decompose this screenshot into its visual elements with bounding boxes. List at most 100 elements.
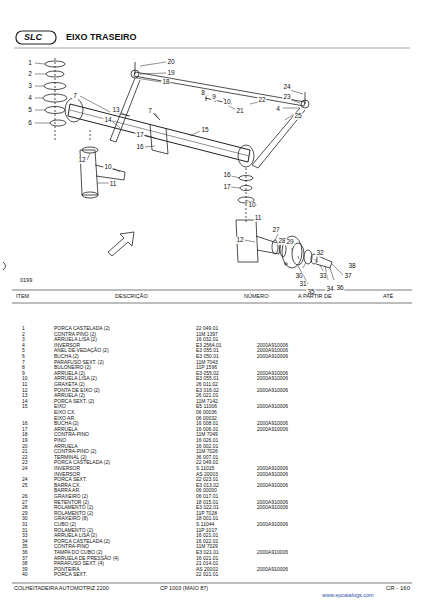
serial-from: 2000A910006 [257,567,288,572]
callout-number: 25 [293,113,302,120]
item-number: 24 [22,466,28,471]
part-description: PORCA CASTELADA (2) [54,460,110,465]
part-number: 16 032.01 [196,337,218,342]
serial-from: 2000A910006 [257,371,288,376]
part-number: 16 006.01 [196,427,218,432]
part-description: BUCHA (2) [54,354,79,359]
item-number: 27 [22,500,28,505]
callout-number: 32 [315,250,324,257]
callout-number: 36 [335,285,344,292]
part-number: S 11015 [196,466,214,471]
item-number: 10 [22,376,28,381]
item-number: 31 [22,528,28,533]
item-number: 25 [22,483,28,488]
callout-number: 19 [166,70,175,77]
part-number: AS 20003 [196,472,218,477]
part-number: E3 013.02 [196,483,219,488]
part-description: BULONEIRO (2) [54,365,91,370]
part-description: BARRA AR. [54,488,80,493]
callout-number: 14 [103,117,112,124]
part-number: E3 022.01 [196,505,219,510]
part-number: 11M 7142 [196,399,218,404]
part-number: 16 026.01 [196,438,218,443]
item-number: 22 [22,455,28,460]
part-number: E3 021.01 [196,550,219,555]
item-number: 20 [22,444,28,449]
part-description: INVERSOR [54,472,80,477]
callout-number: 13 [111,107,120,114]
part-description: INVERSOR [54,466,80,471]
part-number: 06 00036 [196,410,217,415]
callout-number: 38 [347,263,356,270]
part-number: E3 055.02 [196,371,219,376]
part-number: 11M 7043 [196,360,218,365]
part-description: PORCA CASTELADA (2) [54,539,110,544]
part-number: 16 022.01 [196,539,218,544]
part-description: RETENTOR (2) [54,500,89,505]
callout-number: 1 [27,60,33,67]
part-number: E3 2564.01 [196,343,222,348]
item-number: 18 [22,432,28,437]
table-header: NÚMERO [244,294,268,300]
item-number: 39 [22,567,28,572]
serial-from: 2000A910006 [257,500,288,505]
part-description: PORCA SEXT. [54,572,87,577]
callout-number: 27 [271,227,280,234]
part-description: ARRUELA (2) [54,393,85,398]
part-number: E5 11006 [196,404,217,409]
part-number: E3 016.02 [196,388,219,393]
callout-number: 15 [200,127,209,134]
part-description: CONTRA-PINO [54,544,89,549]
part-number: E3 055.01 [196,348,219,353]
callout-number: 2 [27,71,33,78]
item-number: 23 [22,460,28,465]
callout-number: 37 [343,273,352,280]
callout-number: 34 [325,286,334,293]
part-description: ANEL DE VEDAÇÃO (2) [54,348,109,353]
part-description: PONTA DE EIXO (2) [54,388,100,393]
part-number: 11P 1017 [196,528,217,533]
callout-number: 6 [27,120,33,127]
part-number: 06 00000 [196,488,217,493]
item-number: 4 [22,343,25,348]
part-number: S 11044 [196,522,214,527]
item-number: 9 [22,371,25,376]
serial-from: 2000A910006 [257,354,288,359]
part-description: EIXO AR. [54,416,75,421]
callout-number: 30 [294,273,303,280]
callout-number: 11 [254,215,263,222]
part-number: 16 021.01 [196,556,218,561]
part-number: 11M 1397 [196,332,218,337]
part-number: 11M 7029 [196,544,218,549]
part-number: 11M 7026 [196,449,218,454]
serial-from: 2000A910006 [257,427,288,432]
serial-from: 2000A910006 [257,505,288,510]
part-description: EIXO [54,404,66,409]
item-number: 3 [22,337,25,342]
item-number: 17 [22,427,28,432]
serial-from: 2000A910006 [257,466,288,471]
part-description: TERMINAL (2) [54,455,87,460]
callout-number: 17 [135,132,144,139]
item-number: 14 [22,399,28,404]
callout-number: 7 [72,93,78,100]
item-number: 24 [22,477,28,482]
table-header: ATÉ [383,294,393,300]
item-number: 12 [22,388,28,393]
footer-text: CP 1003 (MAIO 87) [160,586,208,592]
item-number: 11 [22,382,27,387]
callout-number: 11 [109,181,118,188]
callout-number: 16 [135,144,144,151]
callout-number: 4 [275,106,281,113]
part-description: PORCA SEXT. [54,477,87,482]
part-description: CONTRA-PINO [54,432,89,437]
brand-logo: SLC [24,33,42,42]
part-description: BARRA CX. [54,483,81,488]
table-header: A PARTIR DE [298,294,332,300]
footer-text: COLHEITADEIRA AUTOMOTRIZ 2200 [14,586,109,592]
part-number: 22 049.01 [196,326,218,331]
part-number: 21 014.01 [196,561,218,566]
callout-number: 10 [247,202,256,209]
part-number: 22 049.01 [196,460,218,465]
